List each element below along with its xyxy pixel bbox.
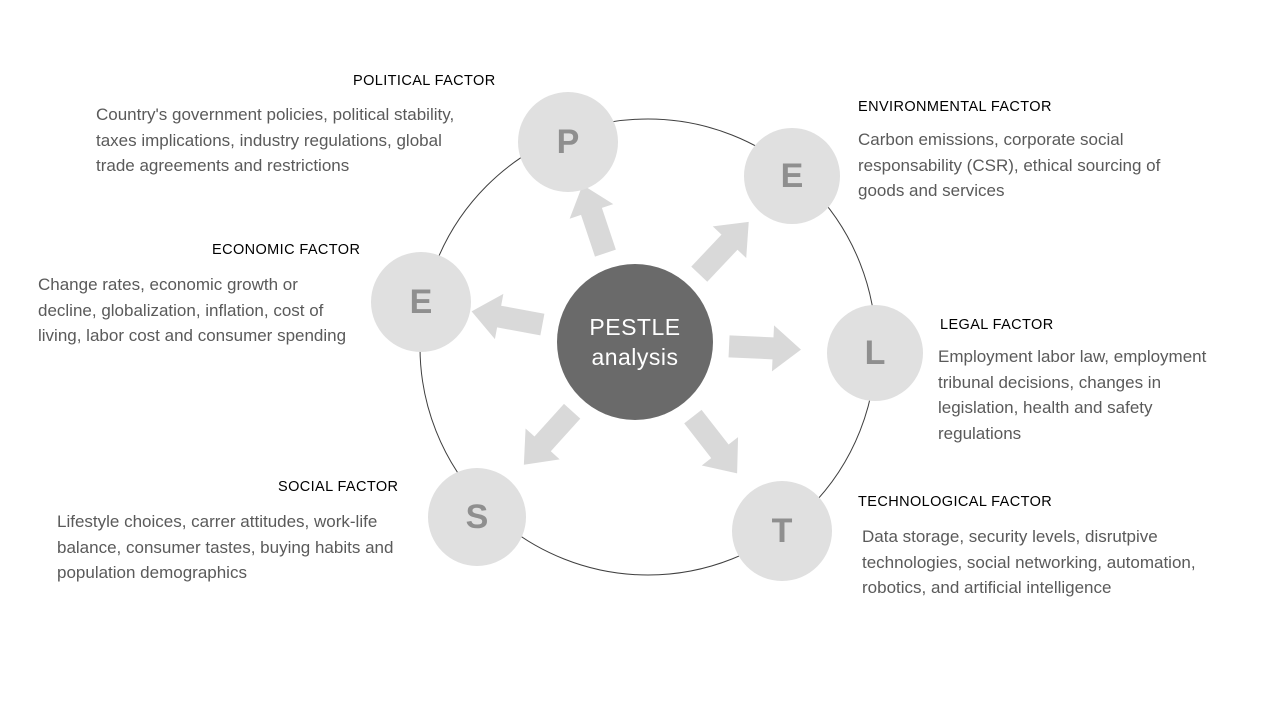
arrow-environmental-icon bbox=[691, 221, 749, 282]
center-circle: PESTLE analysis bbox=[557, 264, 713, 420]
legal-letter: L bbox=[864, 334, 886, 372]
technological-title: TECHNOLOGICAL FACTOR bbox=[858, 494, 1053, 510]
arrow-technological-icon bbox=[684, 409, 739, 474]
arrow-political-icon bbox=[569, 184, 616, 257]
political-title: POLITICAL FACTOR bbox=[353, 73, 496, 89]
legal-node: L bbox=[827, 305, 923, 401]
social-letter: S bbox=[465, 498, 489, 536]
environmental-node: E bbox=[744, 128, 840, 224]
social-title: SOCIAL FACTOR bbox=[278, 479, 399, 495]
social-description: Lifestyle choices, carrer attitudes, wor… bbox=[57, 512, 394, 582]
center-title-line2: analysis bbox=[591, 344, 679, 370]
economic-node: E bbox=[371, 252, 471, 352]
social-node: S bbox=[428, 468, 526, 566]
arrow-economic-icon bbox=[471, 293, 545, 340]
economic-description: Change rates, economic growth or decline… bbox=[38, 275, 347, 345]
legal-description: Employment labor law, employment tribuna… bbox=[938, 347, 1207, 443]
technological-description: Data storage, security levels, disrutpiv… bbox=[862, 527, 1196, 597]
arrow-social-icon bbox=[523, 403, 581, 465]
economic-letter: E bbox=[409, 283, 433, 321]
center-title-line1: PESTLE bbox=[589, 314, 681, 340]
political-node: P bbox=[518, 92, 618, 192]
legal-title: LEGAL FACTOR bbox=[940, 317, 1054, 333]
political-letter: P bbox=[556, 123, 580, 161]
technological-node: T bbox=[732, 481, 832, 581]
economic-title: ECONOMIC FACTOR bbox=[212, 242, 361, 258]
arrow-legal-icon bbox=[728, 325, 801, 372]
environmental-title: ENVIRONMENTAL FACTOR bbox=[858, 99, 1052, 115]
technological-letter: T bbox=[771, 512, 793, 550]
political-description: Country's government policies, political… bbox=[96, 105, 455, 175]
environmental-description: Carbon emissions, corporate social respo… bbox=[858, 130, 1161, 200]
environmental-letter: E bbox=[780, 157, 804, 195]
